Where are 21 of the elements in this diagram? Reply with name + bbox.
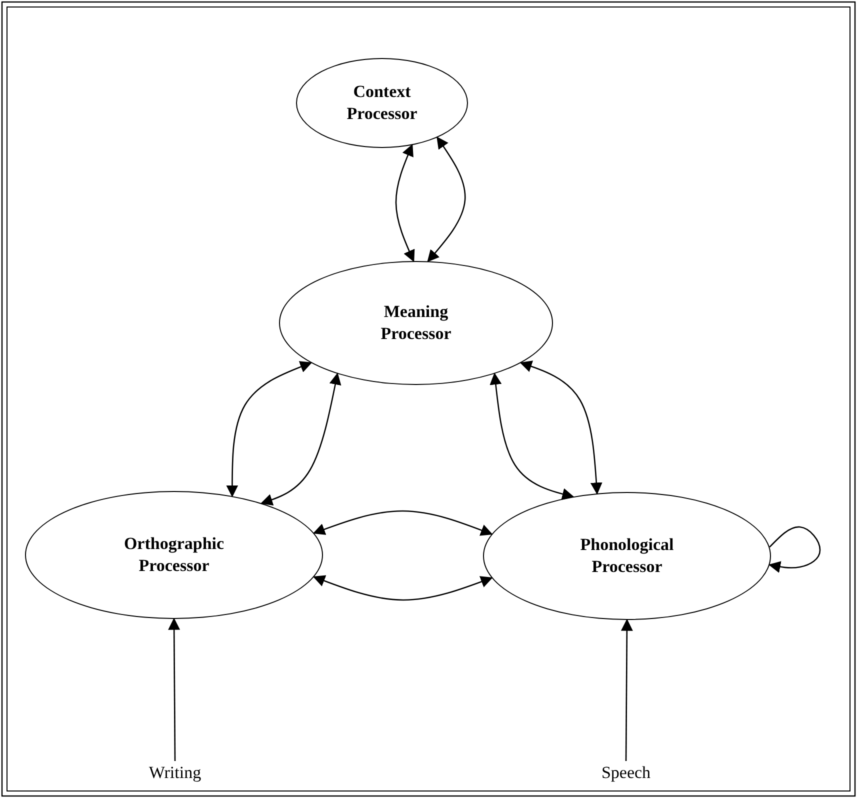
process-ellipse bbox=[483, 492, 771, 620]
process-label: Context Processor bbox=[346, 81, 418, 125]
self-loop-arrow bbox=[768, 526, 821, 573]
arrow bbox=[312, 510, 493, 536]
arrow bbox=[427, 136, 466, 262]
process-label: Orthographic Processor bbox=[122, 533, 226, 577]
process-ellipse bbox=[296, 58, 468, 148]
arrow bbox=[312, 575, 493, 601]
arrow bbox=[490, 372, 574, 500]
arrow bbox=[260, 372, 342, 506]
arrow bbox=[395, 144, 415, 262]
arrow bbox=[520, 360, 602, 495]
input-label: Writing bbox=[130, 761, 220, 785]
input-label: Speech bbox=[586, 761, 666, 785]
arrow bbox=[620, 618, 633, 761]
process-label: Phonological Processor bbox=[579, 534, 675, 578]
process-ellipse bbox=[25, 491, 323, 619]
process-ellipse bbox=[279, 261, 553, 385]
process-label: Meaning Processor bbox=[380, 301, 452, 345]
arrow bbox=[168, 618, 180, 761]
arrow bbox=[226, 361, 312, 498]
